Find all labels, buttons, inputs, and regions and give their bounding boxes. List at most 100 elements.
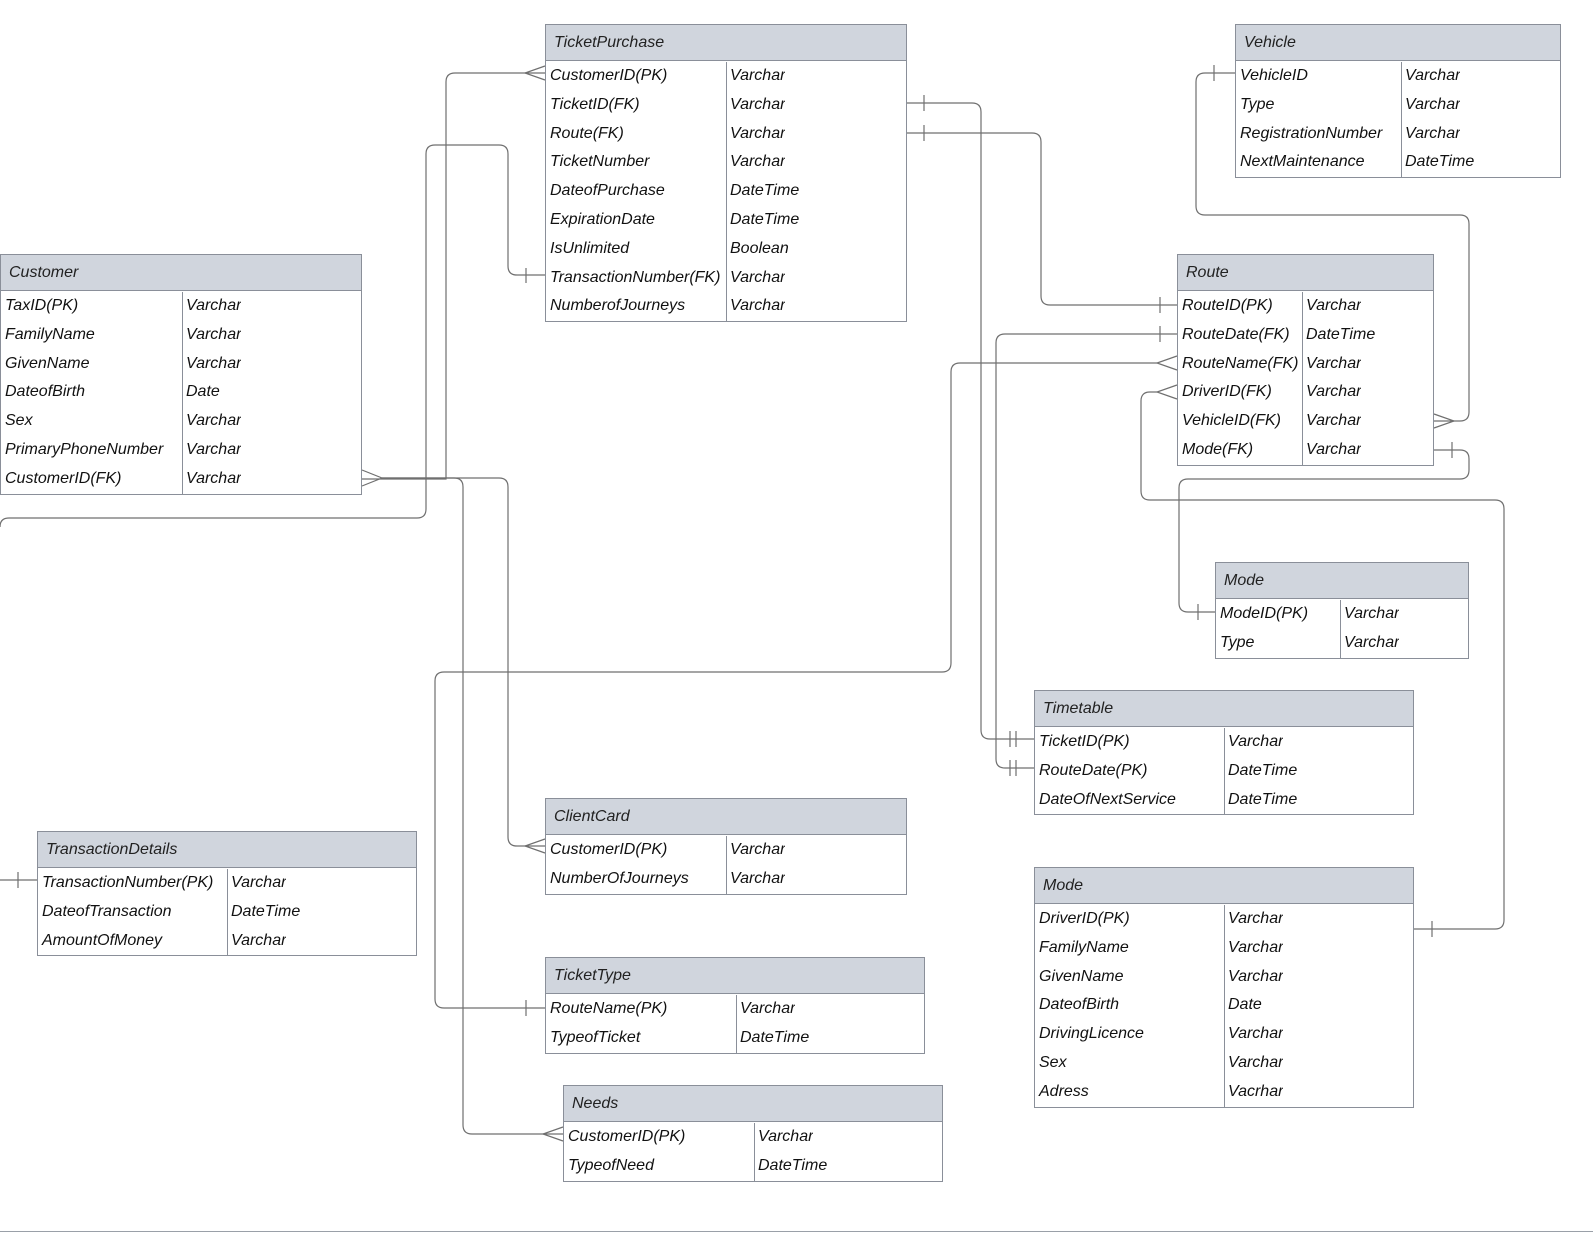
- attribute-name: FamilyName: [5, 325, 95, 343]
- attribute-name: DateofTransaction: [42, 902, 172, 920]
- attribute-name: DateofBirth: [1039, 996, 1120, 1014]
- attribute-type: Varchar: [1344, 633, 1400, 651]
- attribute-type: Varchar: [730, 124, 786, 142]
- attribute-type: Varchar: [1228, 967, 1284, 985]
- attribute-name: AmountOfMoney: [42, 931, 163, 949]
- attribute-name: RouteID(PK): [1182, 297, 1273, 314]
- attribute-type: Varchar: [730, 95, 786, 113]
- attribute-type: DateTime: [1228, 761, 1298, 779]
- attribute-name: Type: [1220, 633, 1255, 651]
- attribute-type: Varchar: [186, 297, 242, 314]
- column-divider: [1224, 905, 1225, 1107]
- attribute-name: TaxID(PK): [5, 297, 79, 314]
- column-divider: [754, 1123, 755, 1181]
- attribute-type: DateTime: [740, 1028, 810, 1046]
- crowsfoot-ticketpurchase-customerid: [523, 65, 546, 81]
- attribute-name: IsUnlimited: [550, 239, 630, 257]
- attribute-name: CustomerID(PK): [550, 67, 668, 84]
- attribute-name: ExpirationDate: [550, 210, 655, 228]
- attribute-name: PrimaryPhoneNumber: [5, 440, 164, 458]
- attribute-type: Date: [186, 383, 220, 401]
- crowsfoot-clientcard-customerid: [523, 838, 546, 854]
- attribute-row: DateofBirth Date: [1035, 991, 1413, 1020]
- attribute-row: Route(FK) Varchar: [546, 120, 906, 149]
- connector-route-driver: [1140, 391, 1505, 930]
- attribute-name: DateofPurchase: [550, 182, 665, 200]
- attribute-type: Varchar: [758, 1128, 814, 1145]
- attribute-type: Varchar: [1405, 95, 1461, 113]
- column-divider: [1340, 600, 1341, 658]
- bar-timetable-routedate: [1009, 760, 1017, 776]
- attribute-name: CustomerID(PK): [568, 1128, 686, 1145]
- attribute-row: CustomerID(PK) Varchar: [546, 836, 906, 865]
- attribute-row: NumberOfJourneys Varchar: [546, 865, 906, 894]
- attribute-type: Varchar: [1228, 1053, 1284, 1071]
- attribute-type: Varchar: [186, 325, 242, 343]
- attribute-name: NumberOfJourneys: [550, 869, 689, 887]
- attribute-type: DateTime: [758, 1156, 828, 1174]
- attribute-type: DateTime: [730, 210, 800, 228]
- page-bottom-rule: [0, 1231, 1593, 1232]
- attribute-name: RouteName(PK): [550, 1000, 668, 1017]
- attribute-row: RouteID(PK)Varchar: [1178, 292, 1433, 321]
- attribute-row: TicketID(PK)Varchar: [1035, 728, 1413, 757]
- attribute-type: Varchar: [730, 268, 786, 286]
- attribute-name: CustomerID(PK): [550, 841, 668, 858]
- attribute-name: TicketID(PK): [1039, 733, 1130, 750]
- connector-vehicle-route: [1195, 72, 1470, 422]
- attribute-type: Date: [1228, 996, 1262, 1014]
- attribute-name: NumberofJourneys: [550, 297, 686, 315]
- attribute-row: VehicleID(FK)Varchar: [1178, 407, 1433, 436]
- attribute-type: Varchar: [730, 153, 786, 171]
- attribute-row: TaxID(PK) Varchar: [1, 292, 361, 321]
- attribute-type: Varchar: [1344, 605, 1400, 622]
- attribute-row: ModeID(PK)Varchar: [1216, 600, 1468, 629]
- attribute-type: DateTime: [1306, 325, 1376, 343]
- crowsfoot-needs-customerid: [541, 1126, 564, 1142]
- connector-route-tickettype: [434, 362, 1157, 1009]
- attribute-type: Varchar: [730, 841, 786, 858]
- attribute-type: Varchar: [730, 869, 786, 887]
- attribute-row: RouteName(FK)Varchar: [1178, 350, 1433, 379]
- connector-customer-ticketpurchase: [362, 72, 545, 480]
- entity-title: Mode: [1216, 563, 1468, 599]
- attribute-name: VehicleID: [1240, 67, 1308, 84]
- column-divider: [1401, 62, 1402, 178]
- entity-transactiondetails[interactable]: TransactionDetails TransactionNumber(PK)…: [37, 831, 417, 957]
- attribute-type: Varchar: [740, 1000, 796, 1017]
- attribute-name: FamilyName: [1039, 938, 1129, 956]
- attribute-row: FamilyName Varchar: [1, 321, 361, 350]
- entity-title: Timetable: [1035, 691, 1413, 727]
- attribute-name: Route(FK): [550, 124, 624, 142]
- attribute-name: TransactionNumber(PK): [42, 874, 214, 891]
- attribute-row: DriverID(PK)Varchar: [1035, 905, 1413, 934]
- attribute-type: Varchar: [1405, 124, 1461, 142]
- crowsfoot-route-driverid: [1155, 384, 1178, 400]
- entity-title: TicketType: [546, 958, 924, 994]
- column-divider: [227, 869, 228, 956]
- attribute-name: RouteName(FK): [1182, 354, 1299, 372]
- column-divider: [1302, 292, 1303, 465]
- attribute-name: Sex: [1039, 1053, 1067, 1071]
- column-divider: [726, 62, 727, 322]
